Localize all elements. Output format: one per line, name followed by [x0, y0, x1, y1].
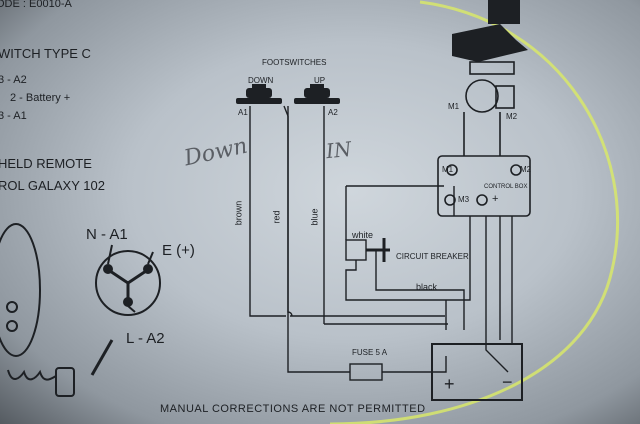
wire-white-label: white	[352, 230, 374, 240]
motor-m1-label: M1	[448, 102, 460, 111]
remote-model: ROL GALAXY 102	[0, 178, 105, 193]
remote-title: HELD REMOTE	[0, 156, 92, 171]
motor-m2-label: M2	[506, 112, 518, 121]
footswitch-a2-label: A2	[328, 108, 338, 117]
connector-e-label: E (+)	[162, 242, 195, 259]
pin-line-1: 3 - A2	[0, 74, 27, 86]
connector-n-label: N - A1	[86, 226, 128, 243]
pump-top-icon	[488, 0, 520, 24]
code-label: ODE : E0010-A	[0, 0, 72, 10]
pin-line-3: 3 - A1	[0, 110, 27, 122]
control-wires	[345, 185, 513, 373]
wire-blue-label: blue	[309, 208, 320, 226]
battery-icon	[431, 343, 523, 401]
footswitch-wires	[249, 105, 448, 373]
pump-body-icon	[452, 24, 528, 62]
motor-icon	[463, 61, 515, 156]
remote-handset-icon	[0, 223, 114, 397]
control-m3-label: M3	[458, 195, 470, 204]
control-m2-label: M2	[520, 165, 532, 174]
footswitches-title: FOOTSWITCHES	[262, 58, 327, 67]
switch-type-label: WITCH TYPE C	[0, 46, 91, 61]
footer-notice: MANUAL CORRECTIONS ARE NOT PERMITTED	[160, 403, 426, 415]
highlight-circle	[329, 0, 620, 424]
footswitch-up-label: UP	[314, 76, 326, 85]
footswitch-up-icon	[294, 84, 340, 104]
footswitch-down-icon	[236, 84, 282, 104]
fuse-icon	[349, 363, 383, 381]
footswitch-down-label: DOWN	[248, 76, 274, 85]
footswitch-a1-label: A1	[238, 108, 248, 117]
pin-line-2: 2 - Battery +	[10, 92, 71, 104]
circuit-breaker-label: CIRCUIT BREAKER	[396, 252, 469, 261]
connector-plug-icon	[95, 244, 161, 316]
wire-black-label: black	[416, 282, 438, 292]
connector-l-label: L - A2	[126, 330, 165, 347]
control-m1-label: M1	[442, 165, 454, 174]
control-box-icon	[437, 155, 531, 217]
fuse-label: FUSE 5 A	[352, 348, 388, 357]
wire-brown-label: brown	[233, 200, 244, 226]
control-plus-label: +	[492, 193, 499, 205]
wire-red-label: red	[271, 210, 282, 224]
control-box-label: CONTROL BOX	[484, 184, 528, 190]
battery-plus-label: +	[444, 374, 455, 394]
battery-minus-label: −	[502, 372, 513, 392]
handwritten-in: IN	[324, 136, 353, 164]
